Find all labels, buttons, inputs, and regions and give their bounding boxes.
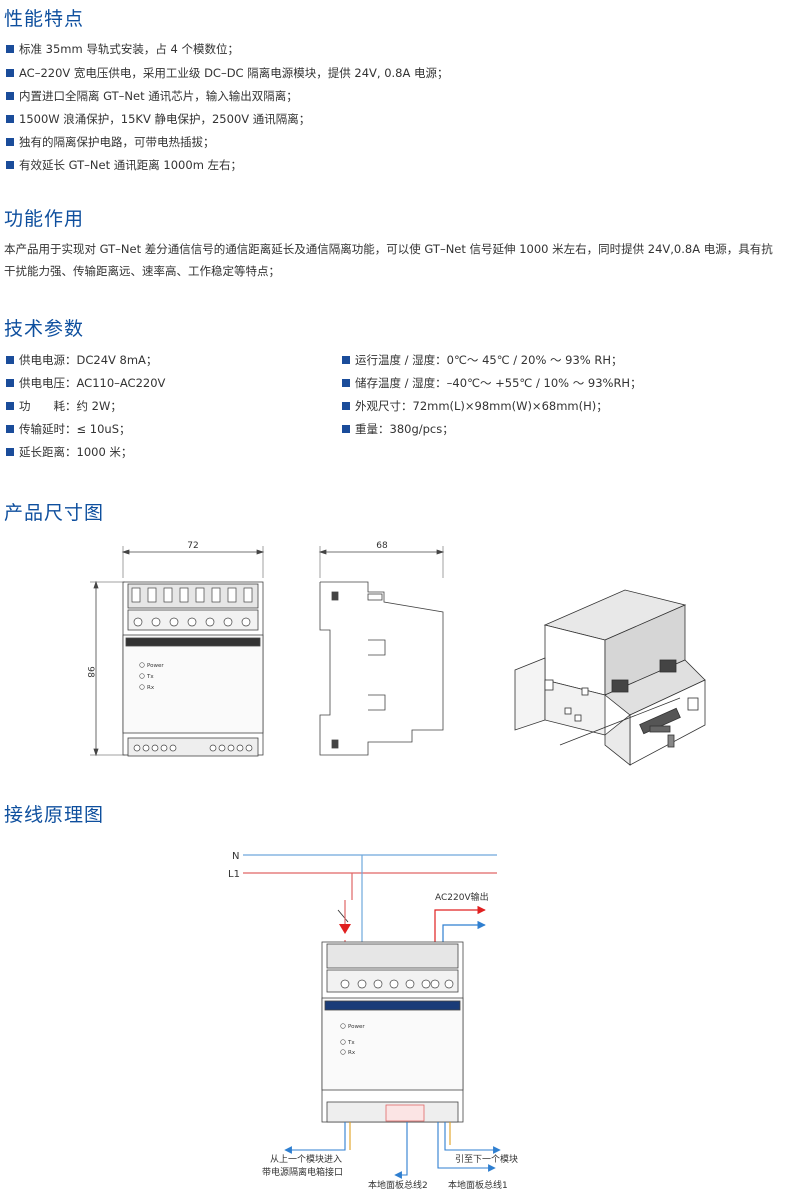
bullet-square-icon [6,115,14,123]
bullet-square-icon [6,402,14,410]
ac-output-label: AC220V输出 [435,891,489,903]
list-item: 标准 35mm 导轨式安装，占 4 个模数位； [6,42,239,56]
list-item: 供电电源：DC24V 8mA； [6,353,157,367]
front-terminals-top [131,587,253,627]
led-label: Rx [147,685,155,691]
list-item: 供电电压：AC110–AC220V [6,376,165,390]
bullet-square-icon [6,356,14,364]
led-label: Power [348,1024,365,1030]
width-label: 72 [187,541,198,551]
led-label: Tx [146,674,154,680]
bus1-label: 本地面板总线1 [448,1179,508,1191]
list-item: 独有的隔离保护电路，可带电热插拔； [6,135,215,149]
led-tx-icon [340,1039,346,1045]
front-view [90,546,265,757]
from-previous-label-2: 带电源隔离电箱接口 [262,1166,343,1178]
list-item: 有效延长 GT–Net 通讯距离 1000m 左右； [6,158,242,172]
to-next-label: 引至下一个模块 [455,1153,518,1165]
bullet-square-icon [6,379,14,387]
led-power-icon [139,662,145,668]
height-label: 98 [85,666,95,678]
l1-line-label: L1 [228,869,240,880]
led-rx-icon [340,1049,346,1055]
side-view [318,546,445,756]
wiring-terminals-top [340,979,454,989]
list-item: 延长距离：1000 米； [6,445,132,459]
n-line-label: N [232,851,239,862]
function-title: 功能作用 [4,208,85,230]
led-power-icon [340,1023,346,1029]
isometric-view [514,589,706,766]
led-label: Tx [347,1040,355,1046]
wiring-diagram: N L1 AC220V输出 Power Tx Rx 从上一个模块进入 带电源隔离… [228,851,518,1191]
bullet-square-icon [342,356,350,364]
bullet-square-icon [6,425,14,433]
bus2-label: 本地面板总线2 [368,1179,428,1191]
list-item: 外观尺寸：72mm(L)×98mm(W)×68mm(H)； [342,399,608,413]
wiring-module [321,941,464,1123]
list-item: AC–220V 宽电压供电，采用工业级 DC–DC 隔离电源模块，提供 24V,… [6,66,449,80]
led-rx-icon [139,684,145,690]
bullet-square-icon [342,379,350,387]
list-item: 储存温度 / 湿度：–40℃～ +55℃ / 10% ～ 93%RH； [342,376,642,390]
list-item: 功 耗：约 2W； [6,399,122,413]
list-item: 1500W 浪涌保护，15KV 静电保护，2500V 通讯隔离； [6,112,310,126]
specs-title: 技术参数 [4,318,85,340]
bullet-square-icon [6,45,14,53]
bullet-square-icon [6,161,14,169]
depth-label: 68 [376,541,388,551]
list-item: 传输延时：≤ 10uS； [6,422,131,436]
list-item: 内置进口全隔离 GT–Net 通讯芯片，输入输出双隔离； [6,89,298,103]
led-label: Rx [348,1050,356,1056]
dimension-drawings: 72 98 Power Tx Rx 68 [85,541,706,766]
wiring-title: 接线原理图 [4,804,105,826]
from-previous-label: 从上一个模块进入 [270,1153,342,1165]
led-label: Power [147,663,164,669]
bullet-square-icon [342,402,350,410]
function-text: 本产品用于实现对 GT–Net 差分通信信号的通信距离延长及通信隔离功能，可以使… [4,242,773,278]
list-item: 重量：380g/pcs； [342,422,454,436]
bullet-square-icon [6,448,14,456]
bullet-square-icon [6,138,14,146]
list-item: 运行温度 / 湿度：0℃～ 45℃ / 20% ～ 93% RH； [342,353,623,367]
bullet-square-icon [6,69,14,77]
front-terminals-bottom [133,744,253,752]
bullet-square-icon [6,92,14,100]
led-tx-icon [139,673,145,679]
features-title: 性能特点 [4,8,85,30]
wiring-bus-connections [284,1122,501,1179]
dimensions-title: 产品尺寸图 [4,502,105,524]
bullet-square-icon [342,425,350,433]
